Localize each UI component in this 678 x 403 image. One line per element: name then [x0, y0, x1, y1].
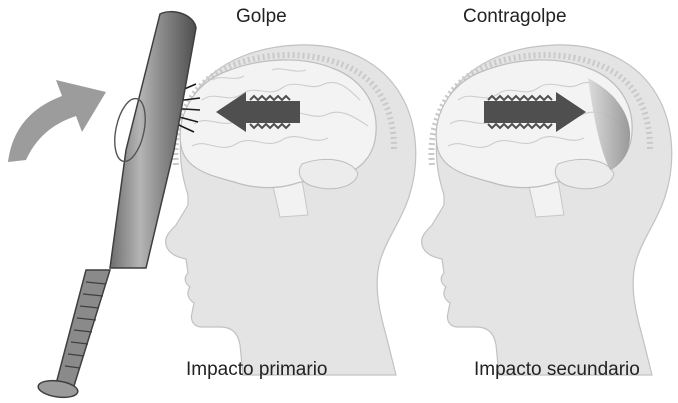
right-brain: [436, 60, 632, 189]
left-panel: [8, 12, 416, 400]
right-panel-title: Contragolpe: [463, 6, 567, 28]
right-panel-caption: Impacto secundario: [474, 359, 640, 381]
left-panel-caption: Impacto primario: [186, 359, 328, 381]
right-panel: [422, 45, 672, 375]
left-panel-title: Golpe: [236, 6, 287, 28]
baseball-bat-icon: [37, 12, 196, 400]
left-brain: [180, 60, 376, 189]
swing-arrow-icon: [8, 80, 106, 162]
